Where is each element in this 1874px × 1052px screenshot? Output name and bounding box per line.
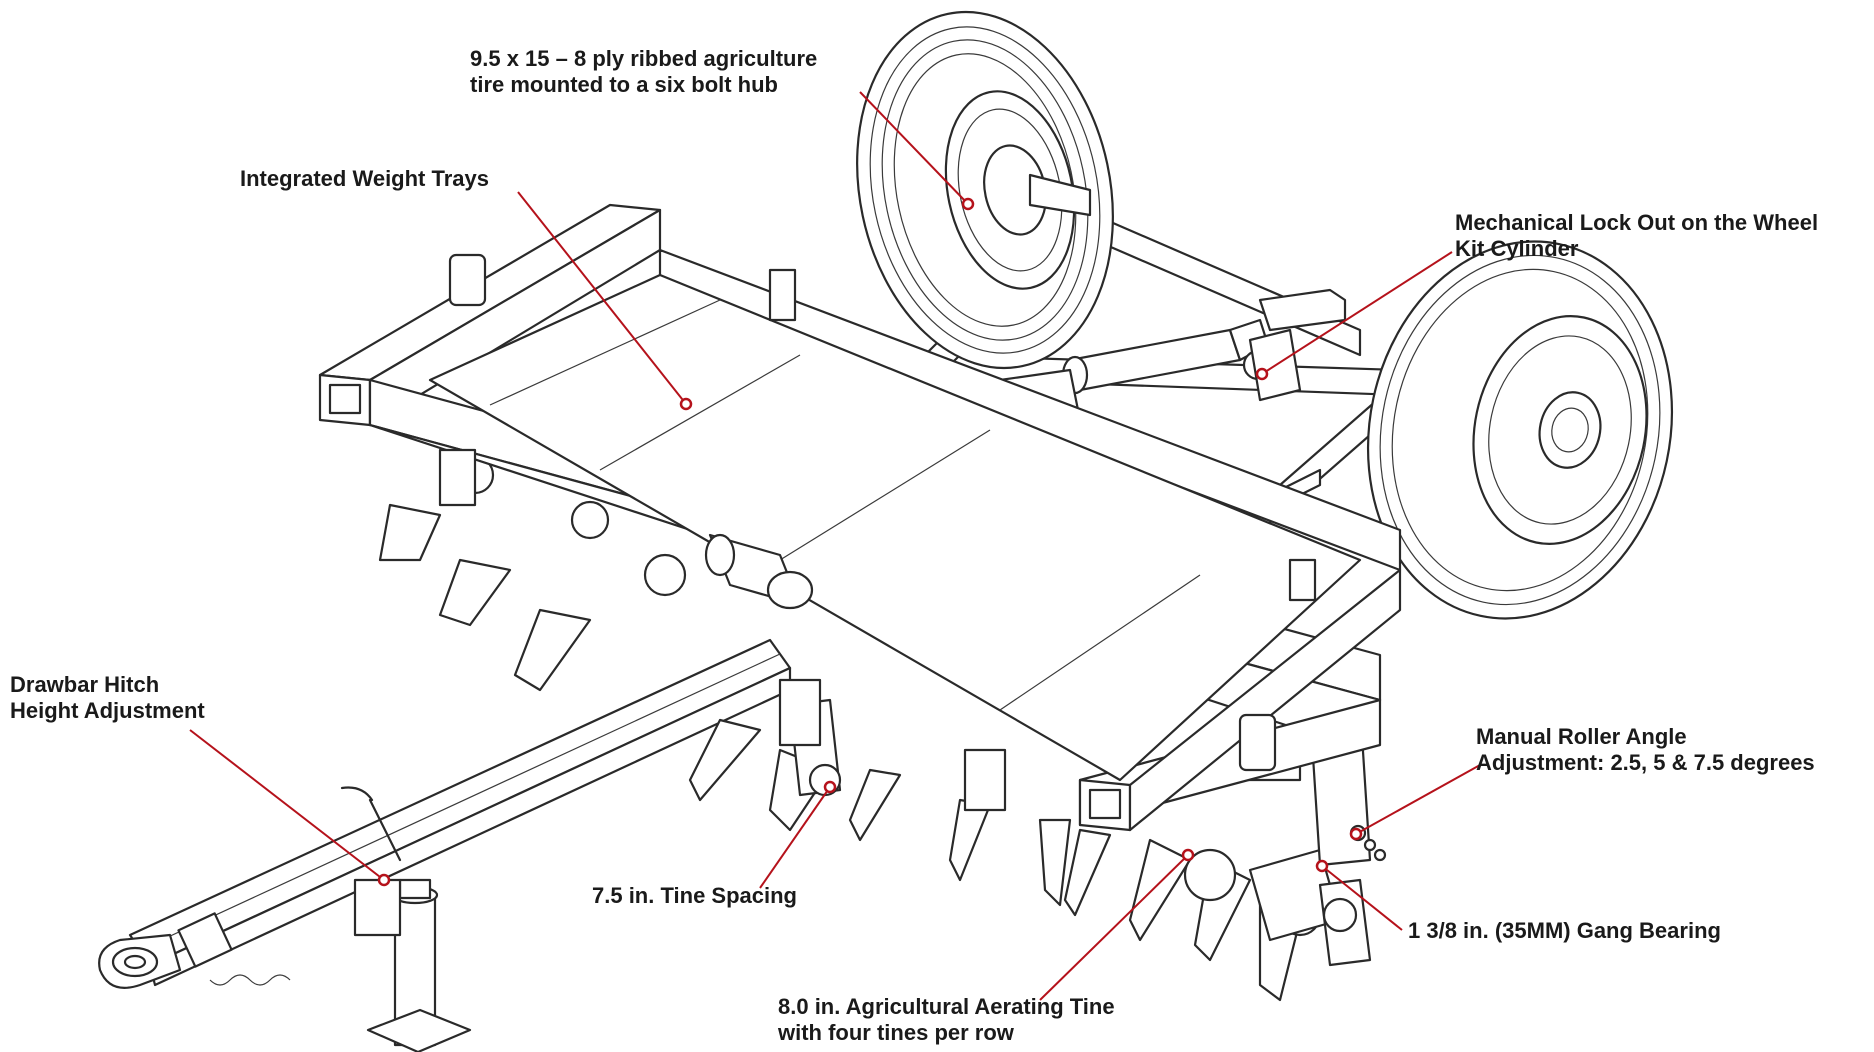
dot-weight-trays [679,397,693,411]
leader-dots [377,197,1363,887]
callout-tine-spacing-line1: 7.5 in. Tine Spacing [592,883,797,908]
callout-roller-angle-line2: Adjustment: 2.5, 5 & 7.5 degrees [1476,750,1815,775]
callout-tire-line1: 9.5 x 15 – 8 ply ribbed agriculture [470,46,818,71]
dot-gang-bearing [1315,859,1329,873]
wheel-right [1366,240,1674,620]
leader-drawbar [189,729,385,881]
callout-roller-angle-line1: Manual Roller Angle [1476,724,1687,749]
drawbar-tongue [98,638,792,989]
wheel-rear-left [856,10,1114,370]
callout-tine-spacing: 7.5 in. Tine Spacing [592,883,797,909]
leader-gang-bearing [1321,865,1403,931]
dot-aerating-tine [1181,848,1195,862]
frame-cylinder [704,533,814,610]
callout-aerating-tine-line2: with four tines per row [778,1020,1014,1045]
callout-weight-trays-line1: Integrated Weight Trays [240,166,489,191]
dot-tine-spacing [823,780,837,794]
callout-tire: 9.5 x 15 – 8 ply ribbed agriculture tire… [470,46,817,98]
leader-aerating-tine [1039,854,1189,1001]
callout-drawbar-line1: Drawbar Hitch [10,672,160,697]
callout-gang-bearing-line1: 1 3/8 in. (35MM) Gang Bearing [1408,918,1721,943]
dot-roller-angle [1349,827,1363,841]
leader-roller-angle [1355,764,1481,835]
callout-lock-out-line2: Kit Cylinder [1455,236,1579,261]
callout-roller-angle: Manual Roller Angle Adjustment: 2.5, 5 &… [1476,724,1815,776]
dot-lock-out [1255,367,1269,381]
callout-drawbar: Drawbar Hitch Height Adjustment [10,672,205,724]
leader-lines [189,91,1481,1001]
leader-lock-out [1261,251,1453,375]
callout-drawbar-line2: Height Adjustment [10,698,205,723]
callout-tire-line2: tire mounted to a six bolt hub [470,72,778,97]
callout-aerating-tine: 8.0 in. Agricultural Aerating Tine with … [778,994,1115,1046]
callout-lock-out: Mechanical Lock Out on the Wheel Kit Cyl… [1455,210,1818,262]
jack-stand [340,786,472,1052]
callout-lock-out-line1: Mechanical Lock Out on the Wheel [1455,210,1819,235]
callout-gang-bearing: 1 3/8 in. (35MM) Gang Bearing [1408,918,1721,944]
mounting-posts [438,268,1317,812]
callout-aerating-tine-line1: 8.0 in. Agricultural Aerating Tine [778,994,1115,1019]
leader-tine-spacing [759,786,831,889]
leader-tire [859,91,969,205]
dot-tire [961,197,975,211]
main-frame [318,203,1402,832]
callout-weight-trays: Integrated Weight Trays [240,166,489,192]
leader-weight-trays [517,191,687,405]
dot-drawbar [377,873,391,887]
